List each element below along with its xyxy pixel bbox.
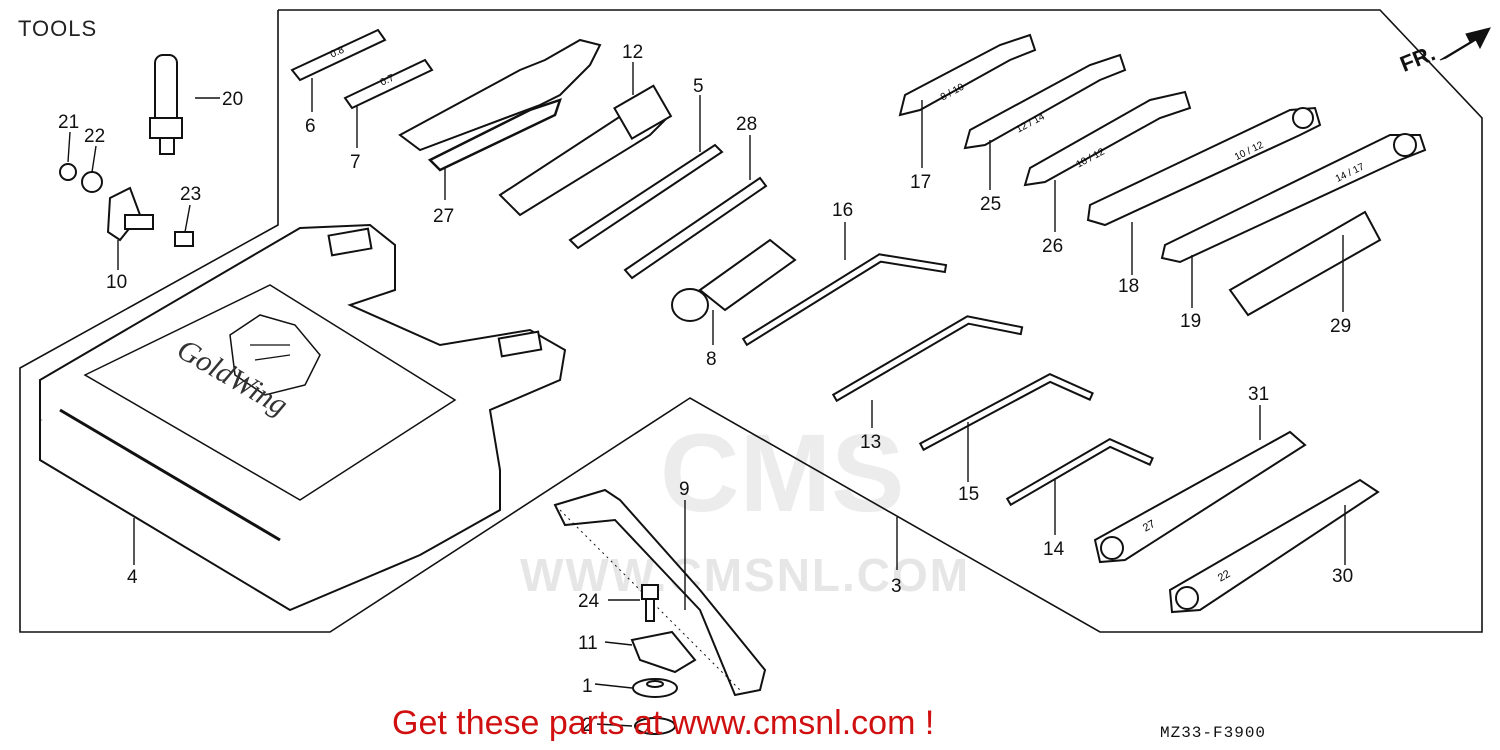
callout-29: 29 [1330,316,1351,337]
socket-30-marking: 22 [1216,568,1233,585]
callout-30: 30 [1332,566,1353,587]
callout-25: 25 [980,194,1001,215]
callout-15: 15 [958,484,979,505]
screwdriver-handle [671,238,797,322]
socket-31-marking: 27 [1141,518,1158,535]
callout-24: 24 [578,591,600,612]
callout-6: 6 [305,116,316,137]
callout-27: 27 [433,206,454,227]
open-end-wrenches [898,33,1192,187]
callout-17: 17 [910,172,931,193]
screwdriver-shafts [568,143,768,280]
callout-21: 21 [58,112,79,133]
front-direction-arrow [1439,27,1491,61]
callout-28: 28 [736,114,757,135]
feeler-gauge-6-marking: 0.8 [329,45,347,61]
strap-fasteners [630,584,697,735]
ring-wrenches [1086,106,1427,264]
callout-5: 5 [693,76,704,97]
callout-3: 3 [891,576,902,597]
callout-10: 10 [106,272,127,293]
socket-wrench [498,84,673,217]
callout-labels: 6 7 27 12 5 28 8 16 13 15 14 17 25 26 18… [58,42,1353,736]
hex-keys-inner [744,255,1152,504]
callout-18: 18 [1118,276,1139,297]
watermark-url: WWW.CMSNL.COM [520,549,971,601]
callout-19: 19 [1180,311,1201,332]
callout-16: 16 [832,200,853,221]
callout-11: 11 [578,633,598,654]
diagram-title: TOOLS [18,16,98,41]
callout-26: 26 [1042,236,1063,257]
feeler-gauges [290,28,434,110]
leader-lines [67,62,1346,727]
promo-link-text[interactable]: Get these parts at www.cmsnl.com ! [392,704,935,742]
callout-9: 9 [679,479,690,500]
callout-12: 12 [622,42,643,63]
callout-23: 23 [180,184,201,205]
callout-4: 4 [127,567,138,588]
small-parts [59,54,194,247]
diagram-frame [19,9,1483,633]
callout-8: 8 [706,349,717,370]
callout-14: 14 [1043,539,1065,560]
callout-7: 7 [350,152,361,173]
pliers [398,38,602,172]
watermark-brand: CMS [660,412,905,535]
callout-31: 31 [1248,384,1269,405]
box-spanners [1093,430,1380,614]
diagram-code: MZ33-F3900 [1160,724,1267,742]
callout-13: 13 [860,432,881,453]
callout-20: 20 [222,89,243,110]
callout-1: 1 [582,676,593,697]
feeler-gauge-7-marking: 0.7 [379,73,397,89]
tool-box [39,223,567,612]
callout-2: 2 [582,715,593,736]
hex-keys [741,253,1154,507]
callout-22: 22 [84,126,105,147]
